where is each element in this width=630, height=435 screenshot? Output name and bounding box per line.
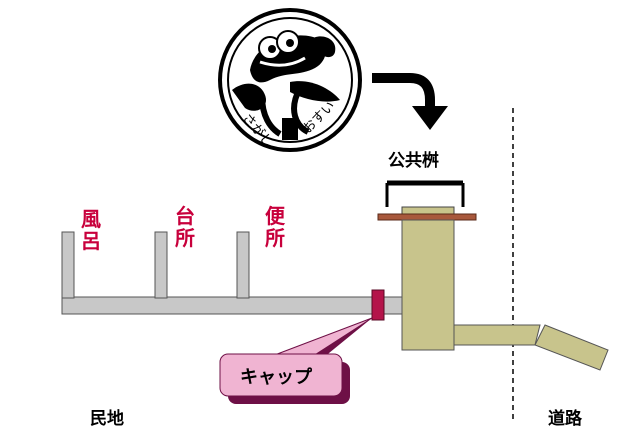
public-basin-lid bbox=[377, 213, 477, 221]
toilet-riser-pipe bbox=[236, 231, 250, 299]
curved-arrow-icon bbox=[372, 73, 448, 130]
lid-indicator bbox=[385, 180, 465, 207]
bath-label-char-1: 風 bbox=[81, 207, 101, 231]
kitchen-label-char-2: 所 bbox=[175, 226, 195, 250]
cap bbox=[371, 289, 385, 321]
toilet-label-char-2: 所 bbox=[265, 226, 285, 250]
cap-label: キャップ bbox=[240, 367, 312, 388]
public-basin-label: 公共桝 bbox=[388, 151, 439, 171]
toilet-label-char-1: 便 bbox=[265, 204, 285, 228]
public-basin bbox=[401, 219, 455, 351]
outflow-pipe-sloped bbox=[534, 324, 609, 371]
toilet-label: 便 所 bbox=[264, 205, 286, 249]
bath-label-char-2: 呂 bbox=[81, 229, 101, 253]
kitchen-label: 台 所 bbox=[174, 205, 196, 249]
road-label: 道路 bbox=[548, 409, 582, 429]
cap-callout bbox=[219, 317, 373, 404]
kitchen-riser-pipe bbox=[154, 231, 168, 299]
bath-riser-pipe bbox=[61, 231, 75, 299]
kitchen-label-char-1: 台 bbox=[175, 204, 195, 228]
bath-label: 風 呂 bbox=[80, 208, 102, 252]
outflow-pipe bbox=[453, 324, 541, 346]
manhole-logo: さがし おすい bbox=[218, 8, 362, 152]
main-drain-pipe bbox=[61, 296, 403, 315]
private-land-label: 民地 bbox=[90, 409, 124, 429]
